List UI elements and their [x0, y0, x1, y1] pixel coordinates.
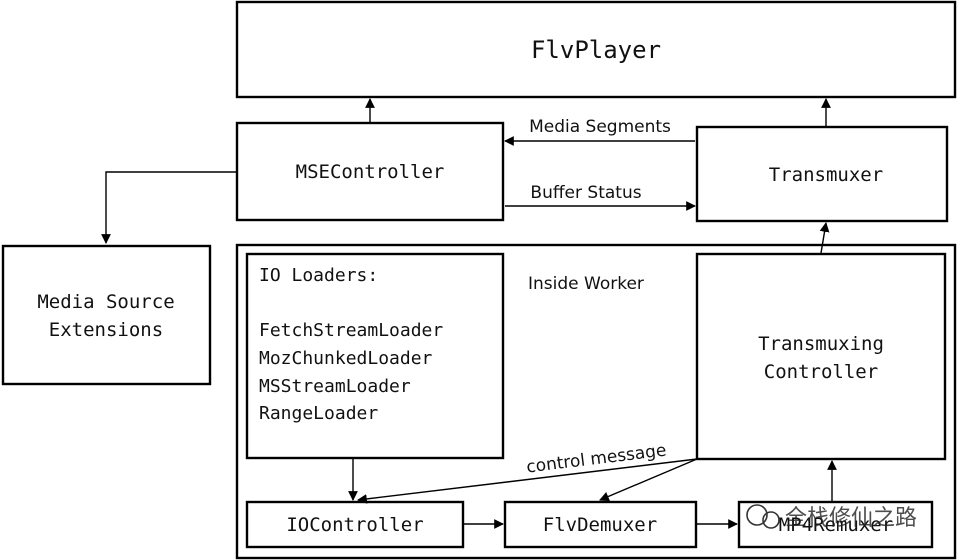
transmuxing-controller-line1: Transmuxing [758, 333, 884, 355]
mse-label-line1: Media Source [37, 291, 174, 313]
flvdemuxer-box: FlvDemuxer [503, 500, 698, 549]
media-source-extensions-box: Media Source Extensions [1, 244, 212, 386]
transmuxing-controller-line2: Controller [764, 361, 878, 383]
transmuxer-label: Transmuxer [769, 164, 883, 186]
io-loaders-box: IO Loaders: FetchStreamLoader MozChunked… [245, 252, 505, 460]
arrow-control-message-to-iocontroller [357, 458, 698, 504]
io-loaders-title: IO Loaders: [259, 265, 378, 286]
arrow-msecontroller-to-mse [101, 171, 237, 244]
flvplayer-label: FlvPlayer [531, 36, 661, 64]
arrow-transmuxing-controller-to-transmuxer [819, 222, 830, 254]
buffer-status-label: Buffer Status [530, 183, 641, 203]
iocontroller-box: IOController [245, 500, 465, 549]
transmuxing-controller-box: Transmuxing Controller [695, 252, 947, 461]
msecontroller-label: MSEController [296, 161, 445, 183]
loader-item: MSStreamLoader [259, 376, 411, 397]
chat-bubble-icon [762, 511, 780, 529]
loader-item: RangeLoader [259, 403, 378, 424]
loader-item: MozChunkedLoader [259, 348, 433, 369]
loader-item: FetchStreamLoader [259, 320, 443, 341]
msecontroller-box: MSEController [235, 121, 505, 222]
transmuxer-box: Transmuxer [695, 125, 949, 223]
mse-label-line2: Extensions [49, 319, 163, 341]
iocontroller-label: IOController [286, 514, 423, 536]
flvplayer-box: FlvPlayer [235, 0, 957, 99]
watermark: 全栈修仙之路 [746, 504, 917, 531]
media-segments-label: Media Segments [529, 117, 671, 137]
mp4remuxer-box: MP4Remuxer [737, 500, 934, 549]
inside-worker-label: Inside Worker [528, 274, 644, 294]
mp4remuxer-label: MP4Remuxer [779, 514, 893, 536]
chat-bubble-icon [746, 504, 768, 526]
watermark-text: 全栈修仙之路 [785, 506, 917, 531]
flvdemuxer-label: FlvDemuxer [543, 514, 657, 536]
arrow-control-message-to-flvdemuxer [599, 458, 698, 502]
